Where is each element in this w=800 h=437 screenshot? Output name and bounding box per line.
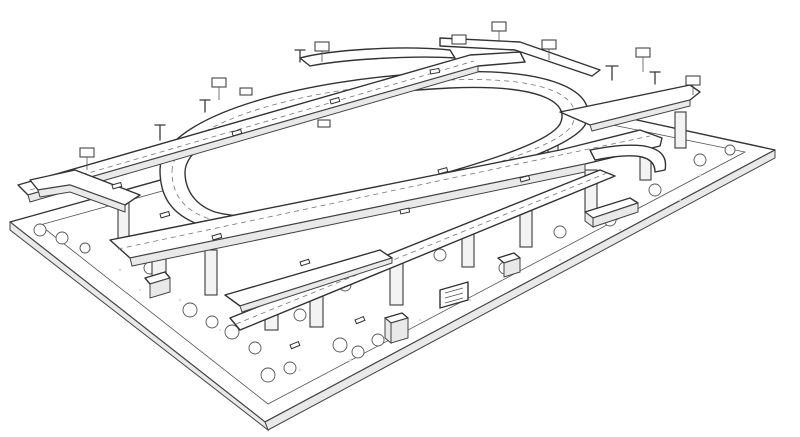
road-signs [79,21,701,170]
upper-back-ramp [299,37,601,77]
ground-road [229,169,616,331]
lamp-posts [154,49,661,141]
front-viaduct [109,129,663,267]
ground-texture [58,173,702,371]
left-cross-ramp [29,169,141,213]
main-expressway [17,51,526,203]
ground-buildings [144,197,639,345]
left-off-ramp [224,249,393,313]
right-ramp [559,84,701,173]
vehicles [111,67,531,350]
